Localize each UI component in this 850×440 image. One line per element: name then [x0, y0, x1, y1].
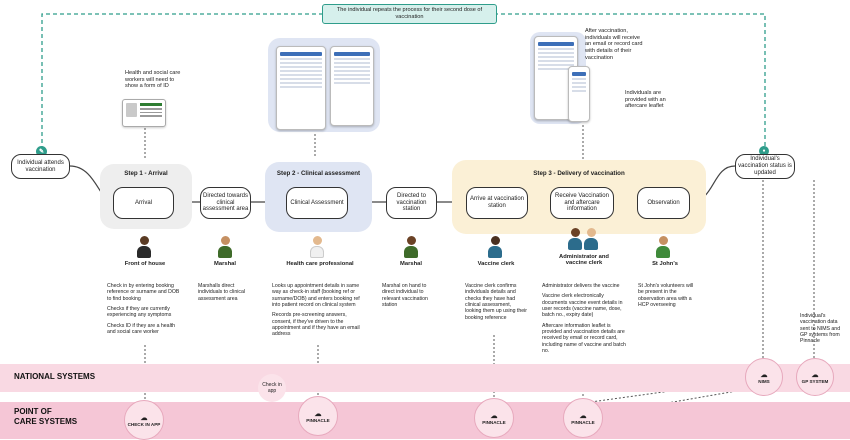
arrive-station-node: Arrive at vaccination station [466, 187, 528, 219]
arrival-label: Arrival [134, 199, 152, 206]
pinnacle-label-2: PINNACLE [482, 419, 506, 425]
consent-screen [330, 46, 374, 126]
pinnacle-label-3: PINNACLE [571, 419, 595, 425]
role-health-care-professional: Health care professional [286, 261, 354, 267]
clinical-assessment-label: Clinical Assessment [290, 199, 344, 206]
observation-node: Observation [637, 187, 690, 219]
directed-station-label: Directed to vaccination station [396, 192, 427, 213]
hcp-description: Looks up appointment details in same way… [272, 283, 364, 342]
marshal-avatar-1 [218, 236, 232, 258]
cloud-icon: ☁ [760, 371, 768, 379]
directed-clinical-label: Directed towards clinical assessment are… [202, 192, 249, 213]
cloud-icon: ☁ [490, 412, 498, 420]
clinical-assessment-node: Clinical Assessment [286, 187, 348, 219]
id-photo-icon [126, 103, 137, 117]
desc-line: Check in by entering booking reference o… [107, 283, 180, 302]
after-vaccination-note: After vaccination, individuals will rece… [585, 28, 643, 61]
arrival-node: Arrival [113, 187, 174, 219]
end-node: Individual's vaccination status is updat… [735, 154, 795, 179]
marshal-avatar-2 [404, 236, 418, 258]
check-in-app-note: Check in app [262, 382, 282, 394]
poc-label-line2: CARE SYSTEMS [14, 417, 78, 426]
national-systems-band [0, 364, 850, 392]
health-care-professional-avatar [310, 236, 324, 258]
id-card-image [122, 99, 166, 127]
step1-title: Step 1 - Arrival [124, 170, 168, 177]
cloud-icon: ☁ [140, 414, 148, 422]
vaccine-clerk-avatar-2 [584, 228, 598, 250]
st-johns-avatar [656, 236, 670, 258]
administrator-avatar [568, 228, 582, 250]
cloud-icon: ☁ [314, 410, 322, 418]
gp-system: ☁ GP SYSTEM [796, 358, 834, 396]
loop-end-icon: ● [759, 146, 769, 156]
st-johns-description: St John's volunteers will be present in … [638, 283, 696, 312]
screening-screen [276, 46, 326, 130]
national-systems-label: NATIONAL SYSTEMS [14, 372, 96, 381]
gp-data-note: Individual's vaccination data sent to NI… [800, 313, 841, 345]
poc-label-line1: POINT OF [14, 407, 52, 416]
desc-line: St John's volunteers will be present in … [638, 283, 694, 309]
directed-clinical-node: Directed towards clinical assessment are… [200, 187, 251, 219]
desc-line: Checks if they are currently experiencin… [107, 306, 172, 319]
loop-start-icon: ✎ [36, 146, 47, 157]
role-marshal-2: Marshal [400, 261, 422, 267]
front-of-house-description: Check in by entering booking reference o… [107, 283, 183, 339]
nims-system: ☁ NIMS [745, 358, 783, 396]
check-in-app-note-circle: Check in app [258, 374, 286, 402]
role-administrator: Administrator and vaccine clerk [559, 254, 609, 266]
gp-system-label: GP SYSTEM [801, 378, 829, 384]
receive-vaccination-label: Receive Vaccination and aftercare inform… [555, 192, 609, 213]
front-of-house-avatar [137, 236, 151, 258]
vaccine-clerk-description: Vaccine clerk confirms individuals detai… [465, 283, 527, 325]
step2-title: Step 2 - Clinical assessment [276, 170, 361, 177]
marshal-2-description: Marshal on hand to direct individual to … [382, 283, 440, 312]
desc-line: Marshalls direct individuals to clinical… [198, 283, 245, 302]
desc-line: Vaccine clerk confirms individuals detai… [465, 283, 527, 321]
observation-label: Observation [647, 199, 680, 206]
start-node: Individual attends vaccination [11, 154, 70, 179]
desc-line: Looks up appointment details in same way… [272, 283, 360, 309]
desc-line: Marshal on hand to direct individual to … [382, 283, 428, 309]
nims-label: NIMS [758, 378, 770, 384]
pinnacle-system-3: ☁ PINNACLE [563, 398, 603, 438]
cloud-icon: ☁ [811, 371, 819, 379]
repeat-banner: The individual repeats the process for t… [322, 4, 497, 24]
leaflet-note: Individuals are provided with an afterca… [625, 90, 666, 110]
administrator-description: Administrator delivers the vaccine Vacci… [542, 283, 626, 358]
pinnacle-system-1: ☁ PINNACLE [298, 396, 338, 436]
directed-station-node: Directed to vaccination station [386, 187, 437, 219]
vaccination-detail-screen [568, 66, 590, 122]
role-st-johns: St John's [652, 261, 678, 267]
pinnacle-label-1: PINNACLE [306, 417, 330, 423]
role-vaccine-clerk: Vaccine clerk [477, 261, 515, 267]
banner-text: The individual repeats the process for t… [336, 7, 483, 20]
desc-line: Checks ID if they are a health and socia… [107, 322, 176, 336]
receive-vaccination-node: Receive Vaccination and aftercare inform… [550, 187, 614, 219]
arrive-station-label: Arrive at vaccination station [469, 196, 525, 209]
desc-line: Administrator delivers the vaccine [542, 283, 620, 289]
desc-line: Records pre-screening answers, consent, … [272, 312, 360, 338]
step3-title: Step 3 - Delivery of vaccination [533, 170, 625, 177]
desc-line: Aftercare information leaflet is provide… [542, 322, 626, 355]
desc-line: Vaccine clerk electronically documents v… [542, 293, 623, 319]
role-front-of-house: Front of house [124, 261, 166, 267]
check-in-app-label: CHECK IN APP [127, 421, 161, 427]
id-note: Health and social care workers will need… [125, 70, 181, 90]
check-in-app-system: ☁ CHECK IN APP [124, 400, 164, 440]
end-node-label: Individual's vaccination status is updat… [738, 156, 792, 176]
vaccine-clerk-avatar [488, 236, 502, 258]
pinnacle-system-2: ☁ PINNACLE [474, 398, 514, 438]
role-marshal-1: Marshal [214, 261, 236, 267]
start-node-label: Individual attends vaccination [17, 159, 64, 173]
cloud-icon: ☁ [579, 412, 587, 420]
marshal-1-description: Marshalls direct individuals to clinical… [198, 283, 258, 306]
